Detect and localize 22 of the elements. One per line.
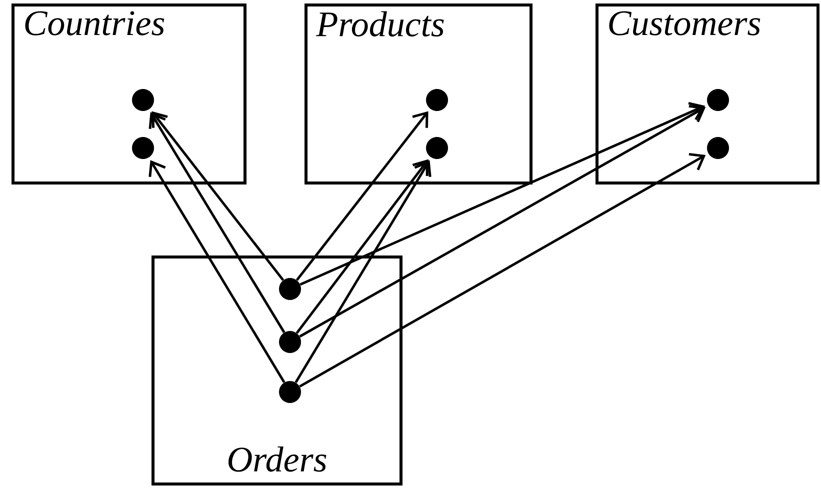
dot xyxy=(132,89,154,111)
dot xyxy=(426,89,448,111)
arrow xyxy=(148,160,286,384)
dot xyxy=(707,137,729,159)
dot xyxy=(132,137,154,159)
table-box: Products xyxy=(304,4,532,184)
arrow xyxy=(299,152,706,388)
dot xyxy=(279,331,301,353)
arrow xyxy=(300,102,706,286)
table-box: Countries xyxy=(12,4,246,184)
dot xyxy=(426,137,448,159)
table-box: Customers xyxy=(596,4,820,184)
arrow xyxy=(152,111,284,281)
arrow xyxy=(296,111,428,281)
dot xyxy=(279,278,301,300)
arrow xyxy=(296,159,428,334)
dot xyxy=(707,89,729,111)
dot xyxy=(279,381,301,403)
arrow xyxy=(148,112,286,334)
arrow xyxy=(294,160,432,384)
table-box: Orders xyxy=(152,256,402,486)
arrow xyxy=(299,104,706,338)
